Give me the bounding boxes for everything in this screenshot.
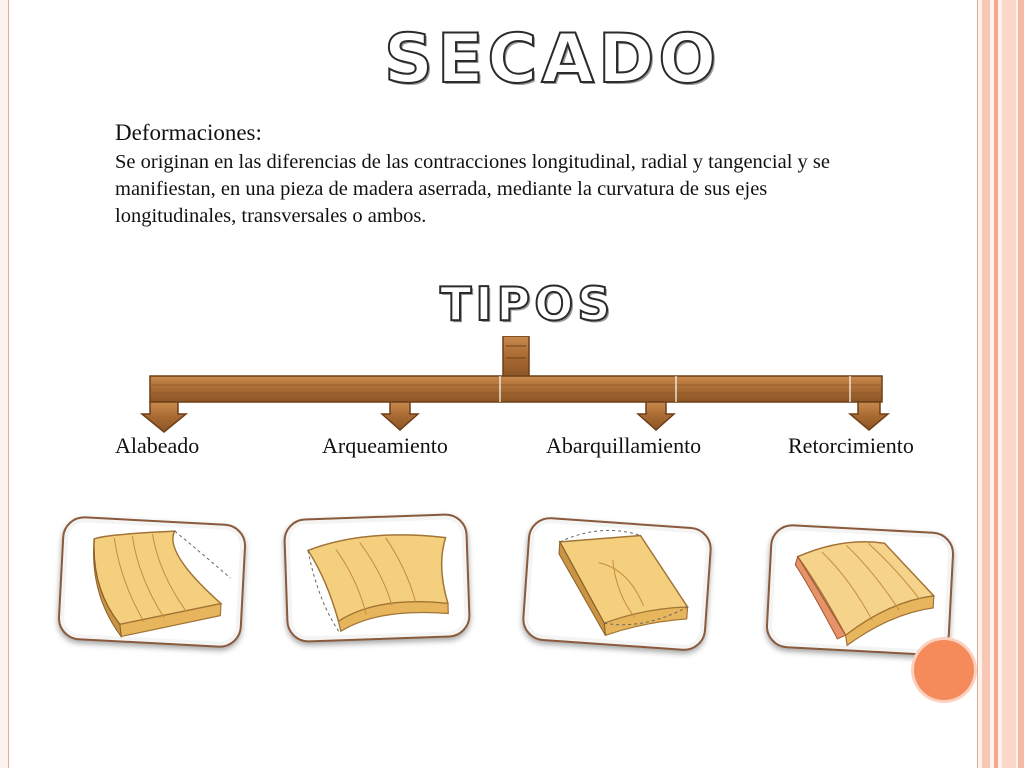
arrow-down-icon bbox=[636, 401, 676, 432]
twisted-board-illustration bbox=[794, 541, 936, 647]
cupped-board-illustration bbox=[558, 529, 689, 637]
bracket-bar bbox=[149, 375, 883, 403]
image-card-alabeado bbox=[56, 515, 248, 649]
bowed-board-illustration bbox=[306, 534, 449, 633]
image-card-retorcimiento bbox=[764, 523, 956, 657]
type-label-retorcimiento: Retorcimiento bbox=[788, 433, 914, 458]
arrow-down-icon bbox=[847, 401, 891, 431]
body-paragraph: Se originan en las diferencias de las co… bbox=[115, 151, 830, 227]
type-label-arqueamiento: Arqueamiento bbox=[322, 433, 448, 458]
type-label-abarquillamiento: Abarquillamiento bbox=[546, 433, 702, 458]
side-stripe bbox=[982, 0, 990, 768]
side-stripe bbox=[994, 0, 998, 768]
types-title: TIPOS bbox=[439, 276, 615, 332]
arrow-down-icon bbox=[140, 401, 189, 433]
section-heading: Deformaciones: bbox=[115, 120, 262, 145]
slide-title: SECADO bbox=[383, 19, 721, 100]
type-label-alabeado: Alabeado bbox=[115, 433, 200, 458]
arrow-down-icon bbox=[380, 401, 420, 432]
decorative-circle bbox=[914, 640, 974, 700]
image-card-arqueamiento bbox=[282, 512, 472, 644]
side-stripe bbox=[1018, 0, 1024, 768]
bracket-stem bbox=[502, 336, 530, 379]
wood-bracket-diagram bbox=[140, 336, 891, 433]
image-card-abarquillamiento bbox=[520, 515, 714, 653]
side-stripe bbox=[1002, 0, 1016, 768]
warped-board-illustration bbox=[93, 530, 231, 639]
